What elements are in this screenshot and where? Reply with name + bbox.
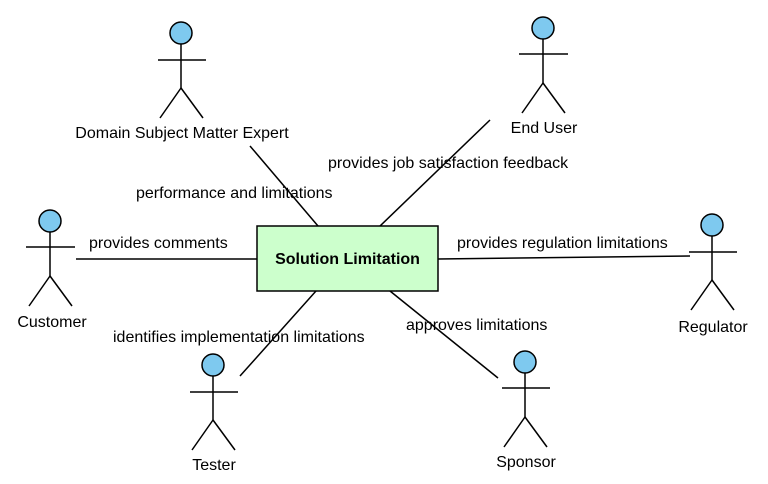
association-label-regulator: provides regulation limitations: [457, 235, 668, 252]
actor-head-icon: [169, 21, 193, 45]
actor-head-icon: [700, 213, 724, 237]
association-label-sponsor: approves limitations: [406, 317, 547, 334]
solution-limitation-box: [256, 225, 439, 292]
actor-label-domain-expert: Domain Subject Matter Expert: [75, 125, 289, 142]
actor-label-end-user: End User: [511, 120, 578, 137]
actor-end-user: End User: [511, 16, 578, 137]
actor-head-icon: [38, 209, 62, 233]
actor-domain-expert: Domain Subject Matter Expert: [75, 21, 289, 142]
association-line-domain-expert: [249, 145, 319, 227]
association-line-tester: [239, 290, 317, 377]
association-line-end-user: [379, 119, 491, 227]
actor-head-icon: [531, 16, 555, 40]
association-label-customer: provides comments: [89, 235, 228, 252]
actor-label-regulator: Regulator: [678, 319, 748, 336]
association-label-domain-expert: performance and limitations: [136, 185, 333, 202]
actor-sponsor: Sponsor: [496, 350, 556, 471]
association-line-regulator: [437, 255, 691, 260]
actor-label-sponsor: Sponsor: [496, 454, 556, 471]
actor-regulator: Regulator: [678, 213, 748, 336]
actor-label-tester: Tester: [192, 457, 236, 474]
association-label-tester: identifies implementation limitations: [113, 329, 365, 346]
actor-head-icon: [201, 353, 225, 377]
association-label-end-user: provides job satisfaction feedback: [328, 155, 569, 172]
solution-limitation-label: Solution Limitation: [275, 251, 420, 268]
actor-customer: Customer: [17, 209, 87, 331]
actor-head-icon: [513, 350, 537, 374]
actor-label-customer: Customer: [17, 314, 87, 331]
association-line-sponsor: [389, 290, 499, 379]
actor-tester: Tester: [190, 353, 238, 474]
